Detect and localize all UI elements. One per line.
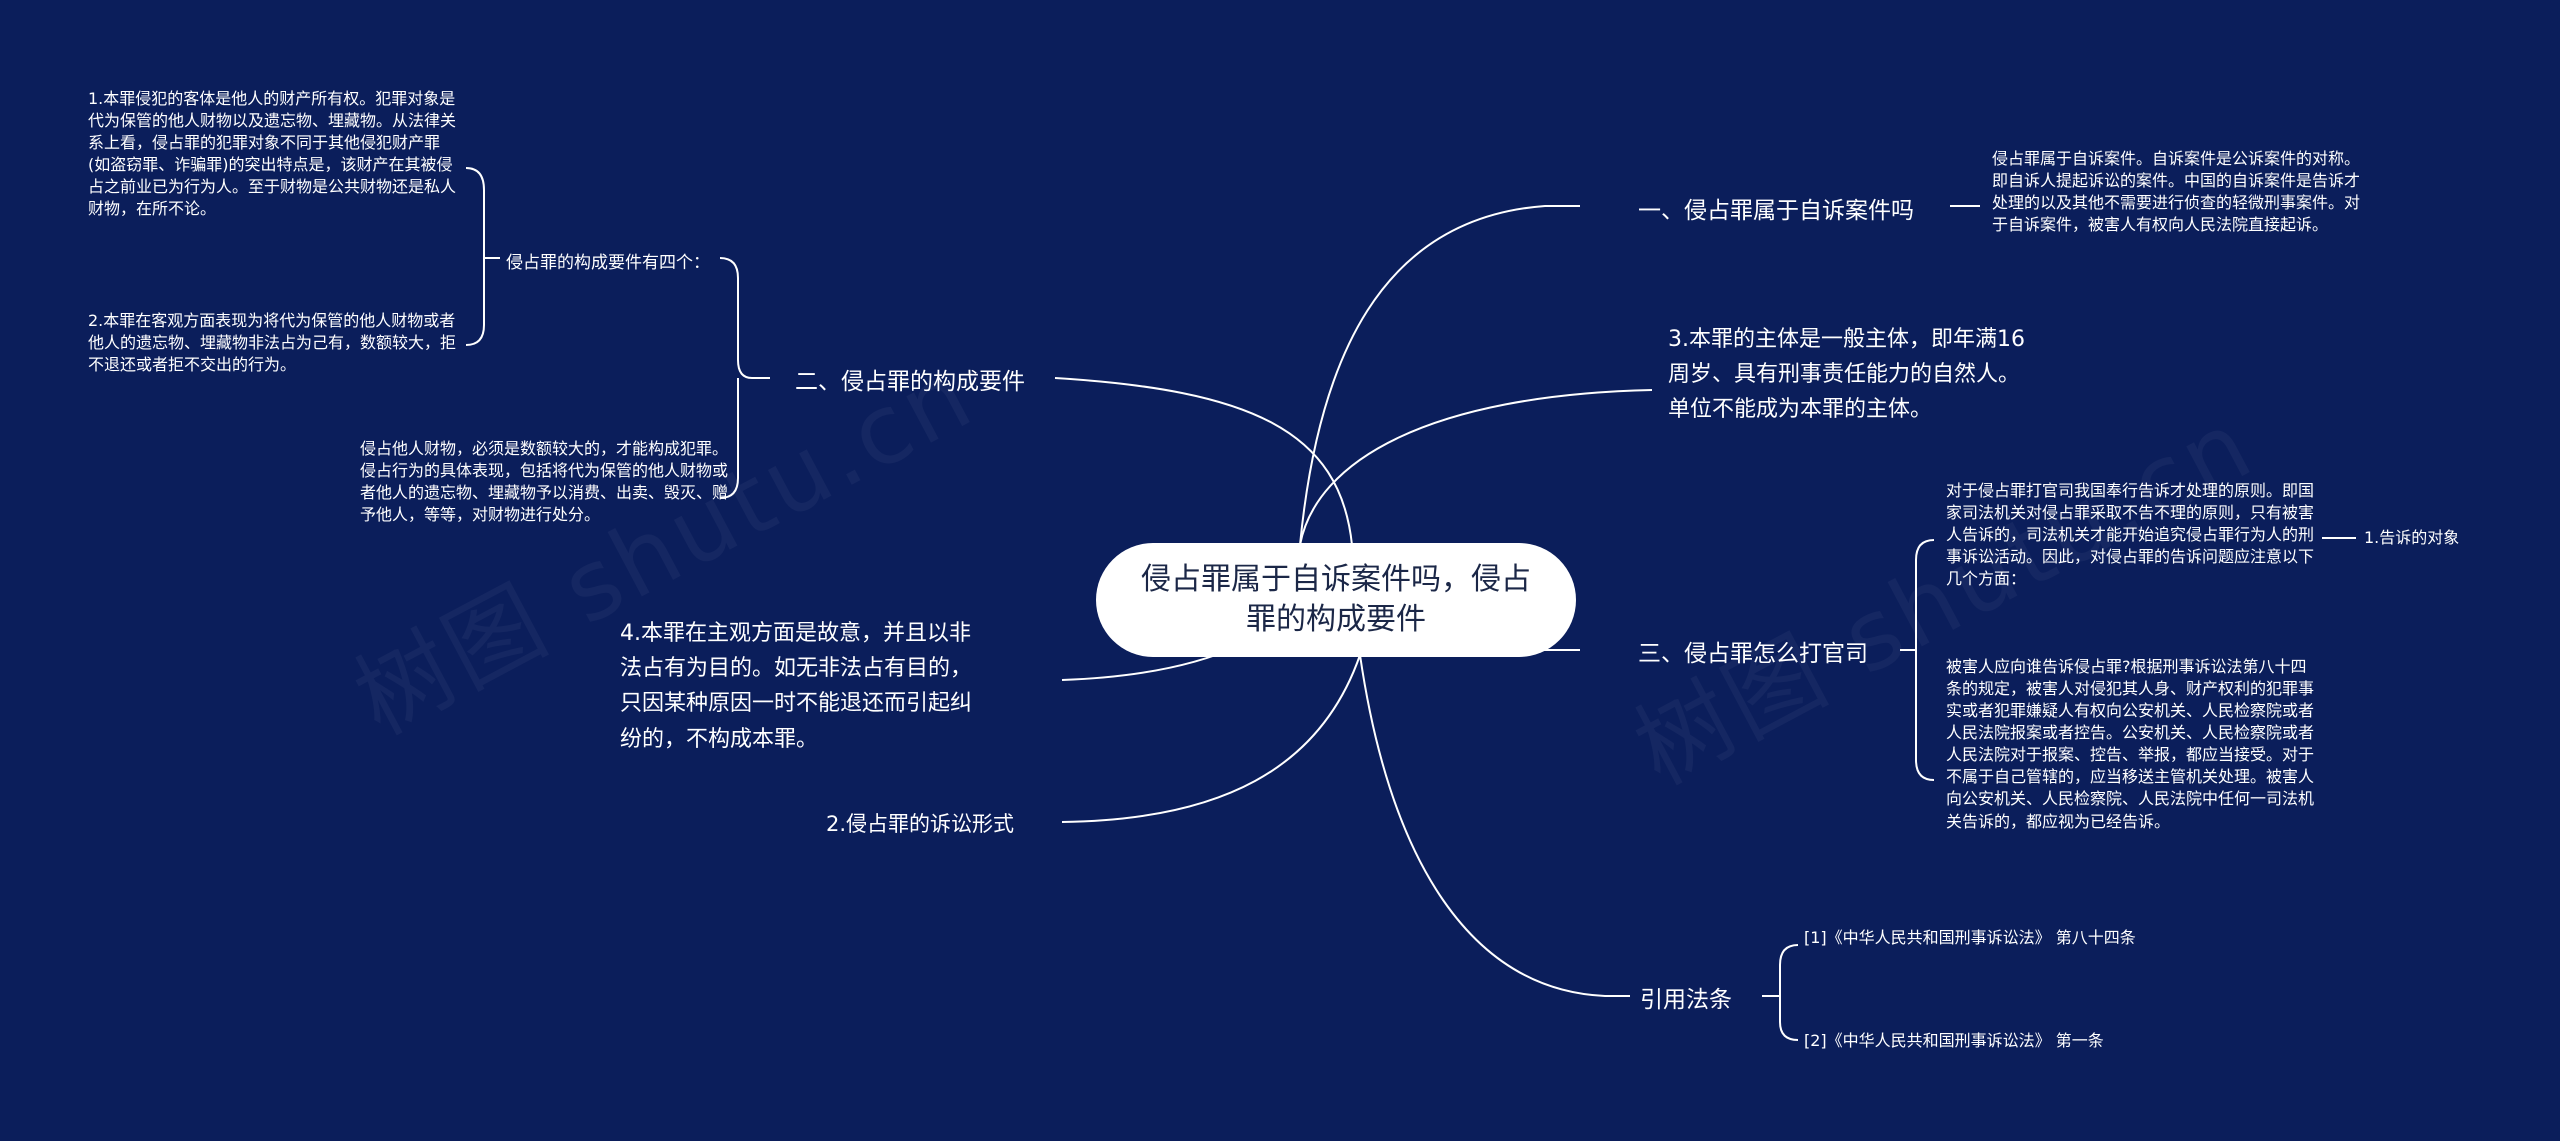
branch-2-sub-item-2[interactable]: 2.本罪在客观方面表现为将代为保管的他人财物或者他人的遗忘物、埋藏物非法占为己有… [88,311,457,375]
bracket-sub [465,167,500,346]
root-topic[interactable]: 侵占罪属于自诉案件吗，侵占罪的构成要件 [1096,543,1576,657]
branch-2-sub-item-1[interactable]: 1.本罪侵犯的客体是他人的财产所有权。犯罪对象是代为保管的他人财物以及遗忘物、埋… [88,89,457,219]
branch-2-title[interactable]: 二、侵占罪的构成要件 [795,369,1025,395]
branch-3-title[interactable]: 三、侵占罪怎么打官司 [1638,641,1868,667]
branch-1-detail[interactable]: 侵占罪属于自诉案件。自诉案件是公诉案件的对称。即自诉人提起诉讼的案件。中国的自诉… [1992,149,2361,235]
bracket-citations [1762,944,1799,1041]
citations-title[interactable]: 引用法条 [1640,987,1732,1013]
link-citations [1359,654,1630,997]
citation-item-2[interactable]: [2]《中华人民共和国刑事诉讼法》 第一条 [1804,1031,2104,1050]
point-2[interactable]: 2.侵占罪的诉讼形式 [826,812,1015,836]
branch-2-note[interactable]: 侵占他人财物，必须是数额较大的，才能构成犯罪。侵占行为的具体表现，包括将代为保管… [360,439,729,525]
bracket-branch-2 [719,257,770,499]
link-branch-2 [1054,377,1353,546]
bracket-branch-3 [1900,539,1935,781]
point-4[interactable]: 4.本罪在主观方面是故意，并且以非法占有为目的。如无非法占有目的，只因某种原因一… [620,621,973,752]
link-point-2 [1061,654,1361,823]
citation-item-1[interactable]: [1]《中华人民共和国刑事诉讼法》 第八十四条 [1804,928,2136,947]
branch-3-detail-b[interactable]: 被害人应向谁告诉侵占罪?根据刑事诉讼法第八十四条的规定，被害人对侵犯其人身、财产… [1946,657,2315,831]
branch-2-sub-title[interactable]: 侵占罪的构成要件有四个： [506,253,710,273]
branch-3-detail-a[interactable]: 对于侵占罪打官司我国奉行告诉才处理的原则。即国家司法机关对侵占罪采取不告不理的原… [1946,481,2315,589]
branch-3-detail-a-child[interactable]: 1.告诉的对象 [2364,528,2460,547]
link-point-3 [1299,389,1653,546]
branch-1-title[interactable]: 一、侵占罪属于自诉案件吗 [1638,198,1914,224]
point-3[interactable]: 3.本罪的主体是一般主体，即年满16周岁、具有刑事责任能力的自然人。单位不能成为… [1668,327,2025,423]
link-branch-1 [1299,205,1580,546]
